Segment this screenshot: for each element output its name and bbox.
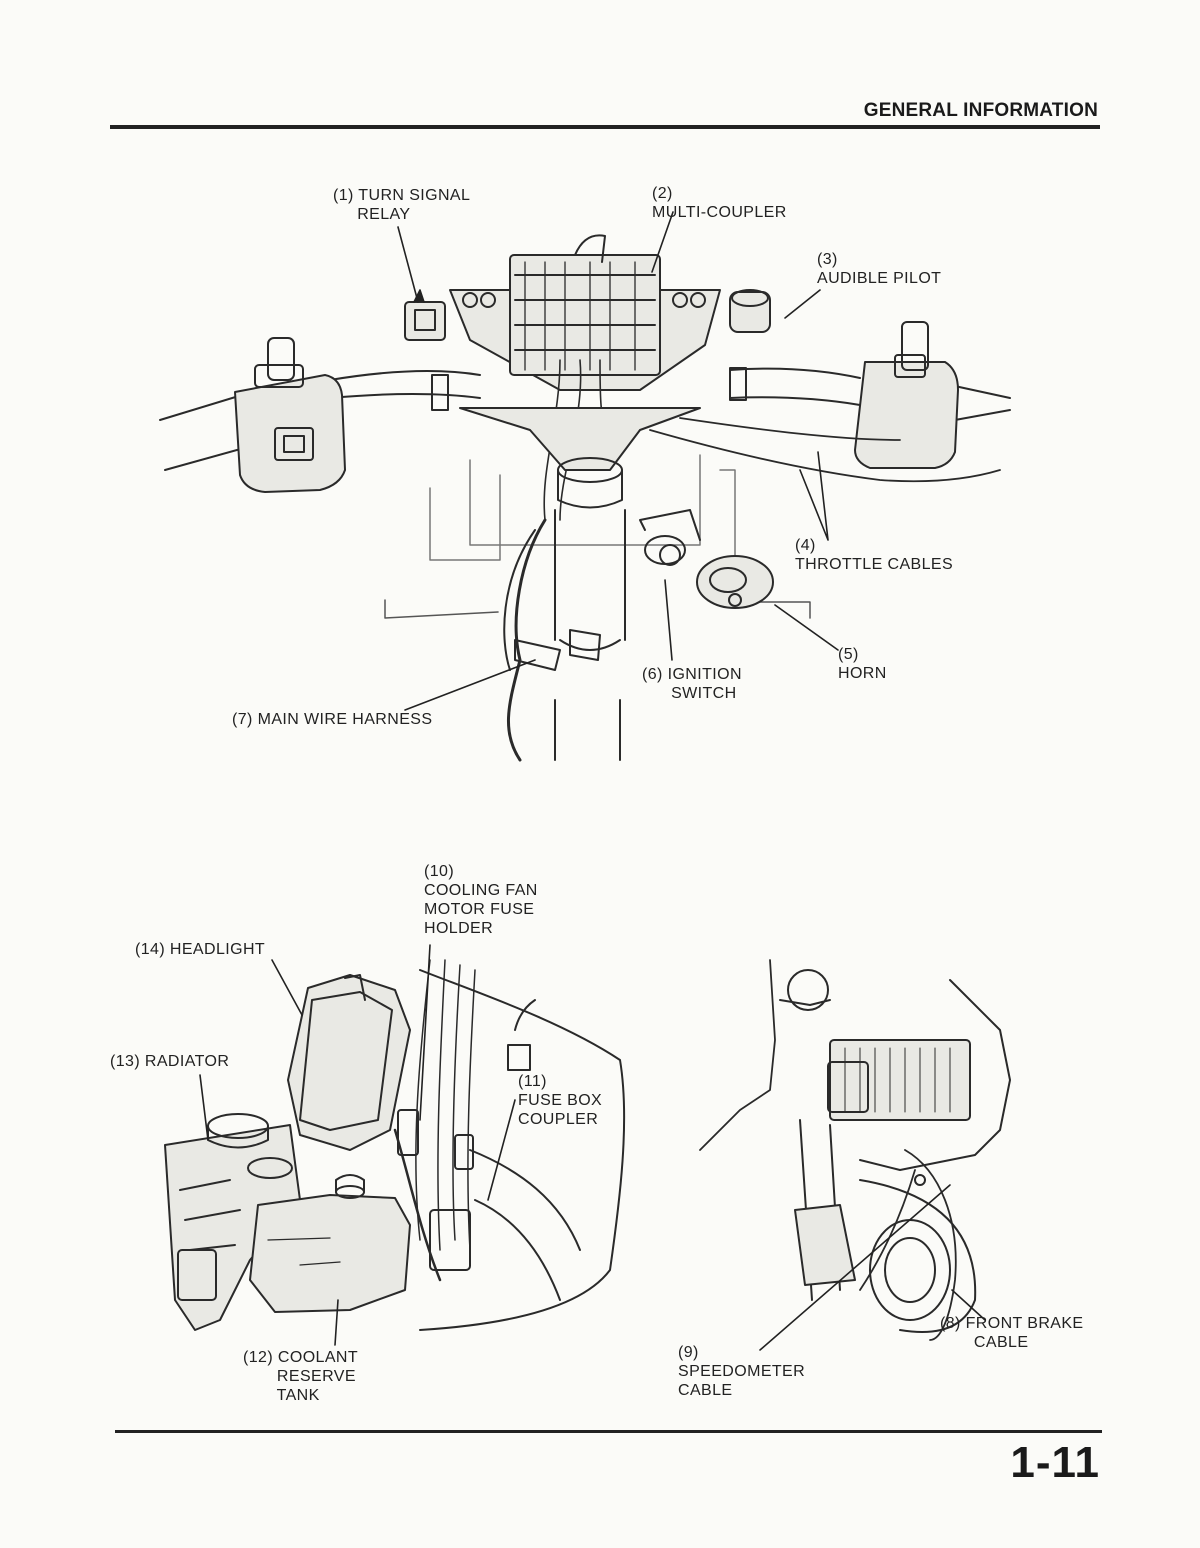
radiator-headlight-drawing	[164, 959, 626, 1331]
callout-throttle-cables: (4) THROTTLE CABLES	[795, 537, 954, 573]
callout-speedometer-cable: (9) SPEEDOMETER CABLE	[678, 1344, 806, 1399]
header-rule	[110, 125, 1100, 129]
callout-headlight: (14) HEADLIGHT	[135, 941, 266, 958]
front-fork-drawing	[699, 959, 1011, 1341]
callout-radiator: (13) RADIATOR	[110, 1053, 230, 1070]
footer-rule	[115, 1430, 1102, 1433]
callout-cooling-fan-motor-fuse-holder: (10) COOLING FAN MOTOR FUSE HOLDER	[424, 863, 538, 937]
callout-audible-pilot: (3) AUDIBLE PILOT	[817, 251, 942, 287]
callout-front-brake-cable: (8) FRONT BRAKE CABLE	[940, 1315, 1084, 1351]
callout-main-wire-harness: (7) MAIN WIRE HARNESS	[232, 711, 433, 728]
callout-multi-coupler: (2) MULTI-COUPLER	[652, 185, 787, 221]
handlebar-assembly-drawing	[159, 234, 1011, 762]
callout-ignition-switch: (6) IGNITION SWITCH	[642, 666, 742, 702]
section-title: GENERAL INFORMATION	[863, 100, 1098, 121]
callout-fuse-box-coupler: (11) FUSE BOX COUPLER	[518, 1073, 603, 1128]
bottom-right-leader-lines	[759, 1184, 986, 1351]
callout-horn: (5) HORN	[838, 646, 887, 682]
page-number: 1-11	[1010, 1438, 1100, 1487]
bottom-left-leader-lines	[199, 944, 516, 1346]
top-leader-lines	[397, 211, 839, 711]
callout-coolant-reserve-tank: (12) COOLANT RESERVE TANK	[243, 1349, 359, 1404]
callout-turn-signal-relay: (1) TURN SIGNAL RELAY	[333, 187, 471, 223]
